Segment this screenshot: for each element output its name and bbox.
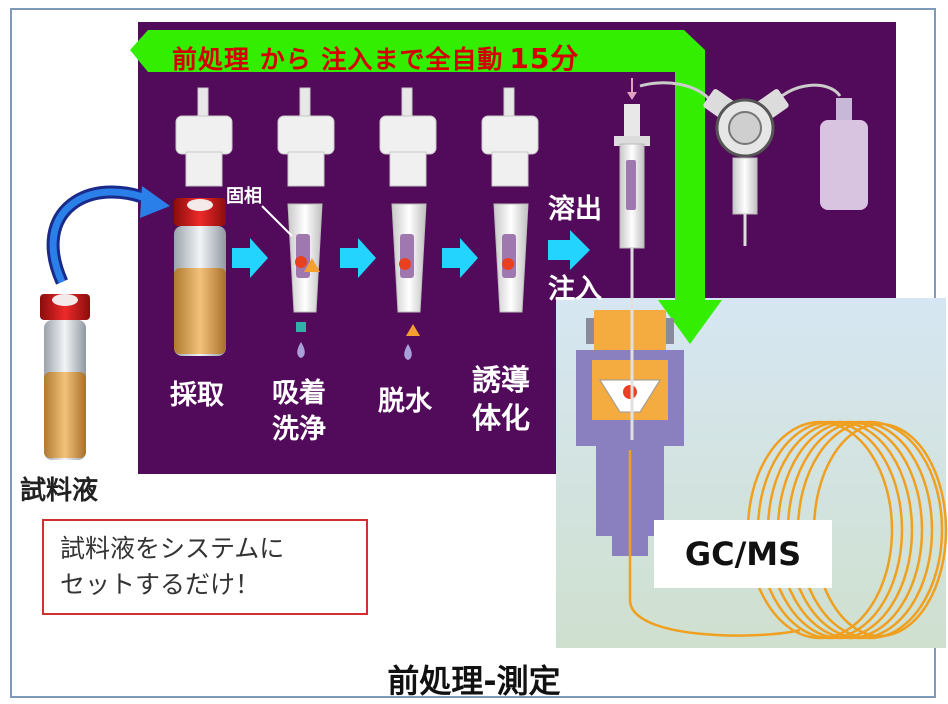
solid-phase-pointer — [261, 205, 293, 237]
elution-syringe — [614, 78, 650, 300]
syringe-heads — [175, 87, 539, 187]
transfer-curve-arrow — [46, 185, 170, 285]
solid-phase-label: 固相 — [226, 186, 262, 207]
process-arrows — [232, 230, 590, 278]
step-wash: 洗浄 — [272, 414, 326, 445]
sample-label: 試料液 — [20, 476, 99, 506]
automation-arrow — [130, 30, 722, 344]
step-dehydrate: 脱水 — [378, 386, 432, 417]
step-derivatize-1: 誘導 — [472, 363, 531, 397]
note-line-2: セットするだけ！ — [60, 570, 261, 599]
collection-vial — [174, 198, 226, 356]
valve-assembly — [639, 81, 842, 246]
gcms-label: GC/MS — [654, 520, 832, 588]
note-line-1: 試料液をシステムに — [60, 534, 285, 563]
spe-cartridges — [287, 203, 529, 313]
sample-vial — [40, 294, 90, 460]
automation-headline-text: 前処理 から 注入まで全自動 — [172, 45, 504, 74]
note-box: 試料液をシステムに セットするだけ！ — [42, 519, 368, 615]
reagent-bottle — [820, 98, 868, 210]
step-inject: 注入 — [548, 274, 602, 305]
automation-duration: 15分 — [509, 42, 580, 75]
step-elute: 溶出 — [548, 194, 602, 225]
step-collect: 採取 — [170, 380, 224, 411]
reagent-drops — [296, 322, 420, 360]
step-derivatize-2: 体化 — [472, 401, 531, 435]
step-adsorb: 吸着 — [272, 378, 326, 409]
figure-title: 前処理-測定 — [387, 662, 561, 700]
